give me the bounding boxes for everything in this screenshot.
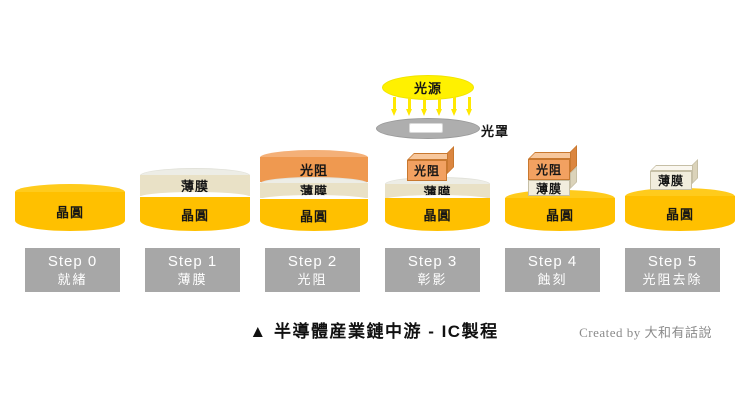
step-box-4: Step 4 蝕刻: [505, 248, 600, 292]
film-layer: 薄膜: [140, 175, 250, 196]
wafer-layer: 晶圓: [625, 196, 735, 231]
step-label: 就緒: [57, 271, 88, 287]
step-box-1: Step 1 薄膜: [145, 248, 240, 292]
wafer-label: 晶圓: [299, 208, 328, 224]
resist-label: 光阻: [413, 164, 440, 178]
step-label: 彰影: [417, 271, 448, 287]
resist-label: 光阻: [535, 163, 562, 177]
wafer-layer: 晶圓: [15, 192, 125, 231]
wafer-label: 晶圓: [423, 208, 452, 223]
wafer-layer: 晶圓: [385, 198, 490, 231]
light-source-ellipse: 光源: [382, 75, 474, 100]
step-number: Step 0: [47, 252, 98, 270]
light-ray: [421, 97, 428, 116]
light-ray: [391, 97, 398, 116]
film-cube: 薄膜: [528, 180, 570, 196]
film-cube: 薄膜: [650, 171, 692, 190]
wafer-layer: 晶圓: [260, 199, 368, 231]
photomask-label: 光罩: [481, 124, 510, 139]
step-box-0: Step 0 就緒: [25, 248, 120, 292]
step-box-3: Step 3 彰影: [385, 248, 480, 292]
wafer-label: 晶圓: [665, 207, 694, 222]
resist-cube: 光阻: [407, 160, 447, 181]
step-label: 光阻去除: [642, 271, 703, 287]
wafer-label: 晶圓: [545, 208, 574, 223]
photomask-slot: [409, 123, 443, 133]
light-ray: [451, 97, 458, 116]
resist-label: 光阻: [299, 163, 328, 178]
step-label: 蝕刻: [537, 271, 568, 287]
wafer-label: 晶圓: [180, 207, 209, 223]
film-label: 薄膜: [535, 181, 562, 196]
film-cube-side: [692, 159, 698, 184]
step-label: 薄膜: [177, 271, 208, 287]
credit-text: Created by 大和有話說: [579, 325, 712, 340]
step-box-5: Step 5 光阻去除: [625, 248, 720, 292]
step-box-2: Step 2 光阻: [265, 248, 360, 292]
light-ray: [466, 97, 473, 116]
step-number: Step 5: [647, 252, 698, 270]
step-label: 光阻: [297, 271, 328, 287]
wafer-label: 晶圓: [55, 205, 84, 220]
light-ray: [406, 97, 413, 116]
wafer-layer: 晶圓: [505, 198, 615, 231]
resist-cube: 光阻: [528, 159, 570, 180]
resist-cube-side: [447, 146, 454, 174]
film-label: 薄膜: [180, 179, 209, 194]
diagram-title: ▲ 半導體産業鏈中游 - IC製程: [249, 322, 499, 341]
wafer-layer: 晶圓: [140, 197, 250, 231]
step-number: Step 3: [407, 252, 458, 270]
light-source-label: 光源: [413, 81, 442, 96]
step-number: Step 2: [287, 252, 338, 270]
step-number: Step 1: [167, 252, 218, 270]
step-number: Step 4: [527, 252, 578, 270]
film-label: 薄膜: [657, 174, 684, 188]
light-ray: [436, 97, 443, 116]
